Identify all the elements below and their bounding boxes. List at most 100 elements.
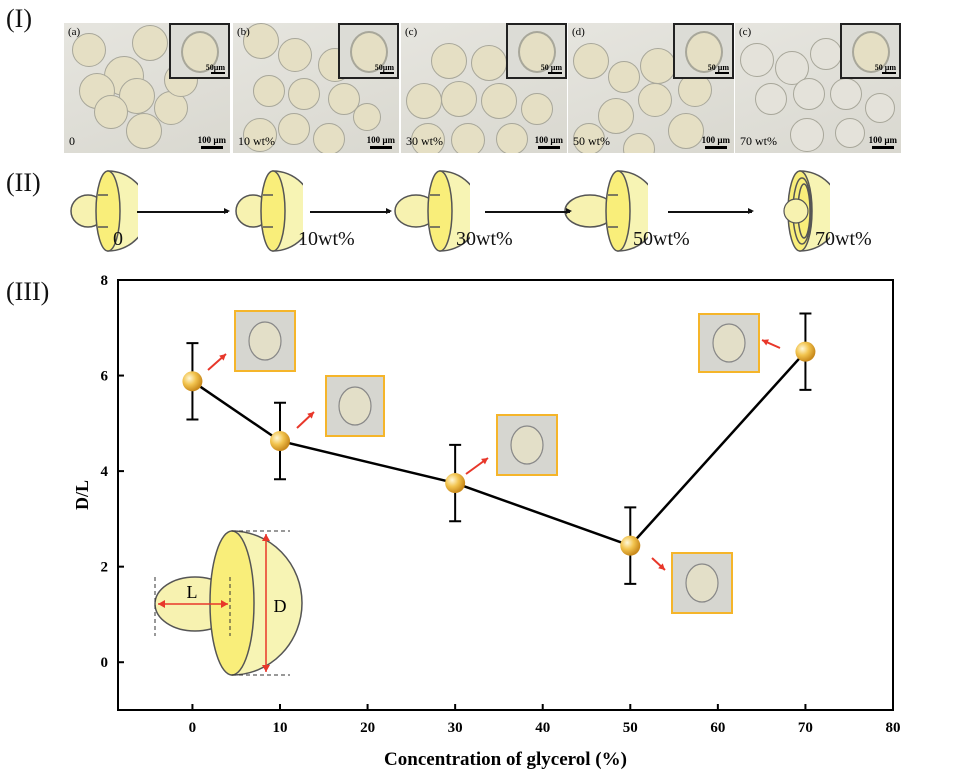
data-point <box>795 341 816 362</box>
dl-diagram <box>154 530 303 676</box>
microcapsule <box>598 98 634 134</box>
capsule-inset-image <box>698 313 760 373</box>
photo-concentration: 0 <box>69 134 75 148</box>
microcapsule <box>451 123 485 153</box>
panel-label-III: (III) <box>6 277 50 306</box>
inset-micrograph: 50µm <box>169 23 230 79</box>
microcapsule <box>288 78 320 110</box>
data-point <box>620 535 641 556</box>
microcapsule <box>94 95 128 129</box>
capsule-icon <box>248 321 282 361</box>
microcapsule <box>126 113 162 149</box>
micrograph-0: 50µm (a) 0 100 µm <box>64 23 230 153</box>
photo-concentration: 50 wt% <box>573 134 610 148</box>
error-bar <box>274 401 287 481</box>
x-tick-label: 40 <box>535 720 550 736</box>
y-tick-label: 0 <box>101 655 109 671</box>
capsule-icon <box>510 425 544 465</box>
arrow-icon <box>137 208 230 214</box>
red-arrow-icon <box>651 557 666 571</box>
microcapsule <box>313 123 345 153</box>
inset-micrograph: 50 µm <box>840 23 901 79</box>
panel-label-II: (II) <box>6 168 41 197</box>
micrograph-3: 50 µm (d) 50 wt% 100 µm <box>568 23 734 153</box>
microcapsule <box>243 23 279 59</box>
red-arrowhead-icon <box>762 339 769 346</box>
red-arrowhead-icon <box>658 563 665 570</box>
data-point <box>182 371 203 392</box>
red-arrowhead-icon <box>219 354 226 361</box>
inset-scale-bar: 50 µm <box>707 63 729 74</box>
photo-letter: (d) <box>572 26 585 38</box>
photo-concentration: 30 wt% <box>406 134 443 148</box>
capsule-inset-image <box>234 310 296 372</box>
x-tick-label: 30 <box>448 720 463 736</box>
capsule-schematic-icon <box>70 170 138 252</box>
error-bar <box>624 506 637 585</box>
red-arrow-icon <box>296 411 315 429</box>
capsule-icon <box>685 563 719 603</box>
y-tick-label: 8 <box>101 273 109 289</box>
data-point <box>270 431 291 452</box>
micrograph-2: 50 µm(c)30 wt%100 µm <box>401 23 567 153</box>
microcapsule <box>132 25 168 61</box>
microcapsule <box>623 133 655 153</box>
x-axis-label: Concentration of glycerol (%) <box>384 749 627 770</box>
capsule-inset-image <box>496 414 558 476</box>
microcapsule <box>521 93 553 125</box>
photo-concentration: 70 wt% <box>740 134 777 148</box>
microcapsule <box>471 45 507 81</box>
error-bar <box>799 312 812 391</box>
plot-frame <box>117 279 894 711</box>
microcapsule <box>441 81 477 117</box>
arrow-icon <box>485 208 572 214</box>
microcapsule <box>278 38 312 72</box>
schematic-label: 30wt% <box>456 228 513 250</box>
microcapsule <box>481 83 517 119</box>
capsule-inset-image <box>671 552 733 614</box>
capsule-schematic-icon <box>783 170 830 252</box>
error-bar <box>186 342 199 421</box>
y-tick-label: 6 <box>101 369 109 385</box>
photo-letter: (a) <box>68 26 81 38</box>
arrow-icon <box>310 208 392 214</box>
x-tick-label: 0 <box>189 720 197 736</box>
microcapsule <box>406 83 442 119</box>
red-arrow-icon <box>207 353 227 371</box>
microcapsule <box>496 123 528 153</box>
scale-bar: 100 µm <box>367 135 395 149</box>
inset-micrograph: 50µm <box>338 23 399 79</box>
arrow-icon <box>668 208 754 214</box>
microcapsule <box>72 33 106 67</box>
capsule-icon <box>712 323 746 363</box>
diameter-label: D <box>274 596 287 616</box>
inset-scale-bar: 50 µm <box>874 63 896 74</box>
microcapsule <box>278 113 310 145</box>
photo-letter: (c) <box>739 26 752 38</box>
microcapsule <box>830 78 862 110</box>
microcapsule <box>573 123 605 153</box>
x-tick-label: 70 <box>798 720 813 736</box>
microcapsule <box>608 61 640 93</box>
scale-bar: 100 µm <box>869 135 897 149</box>
micrograph-4: 50 µm (c) 70 wt% 100 µm <box>735 23 901 153</box>
scale-bar: 100 µm <box>535 135 563 149</box>
y-tick-label: 2 <box>101 560 109 576</box>
red-arrowhead-icon <box>481 458 488 465</box>
capsule-schematic-icon <box>235 170 303 252</box>
microcapsule <box>810 38 842 70</box>
series-line <box>191 350 807 548</box>
capsule-schematic-icon <box>394 170 470 252</box>
x-tick-label: 20 <box>360 720 375 736</box>
inset-scale-bar: 50µm <box>374 63 394 74</box>
schematic-label: 10wt% <box>298 228 355 250</box>
x-tick-label: 60 <box>710 720 725 736</box>
scale-bar: 100 µm <box>702 135 730 149</box>
microcapsule <box>353 103 381 131</box>
microcapsule <box>793 78 825 110</box>
microcapsule <box>835 118 865 148</box>
microcapsule <box>638 83 672 117</box>
scale-bar: 100 µm <box>198 135 226 149</box>
capsule-icon <box>338 386 372 426</box>
inset-micrograph: 50 µm <box>673 23 734 79</box>
